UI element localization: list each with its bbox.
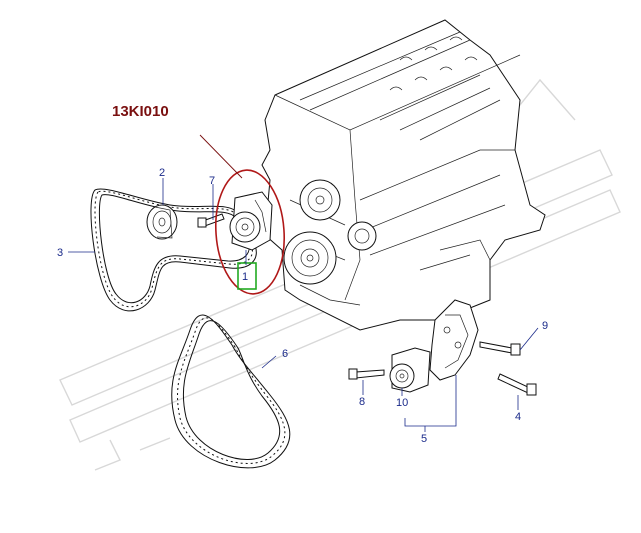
belt-tensioner — [229, 191, 273, 251]
callout-9: 9 — [542, 320, 548, 332]
leader-lines — [68, 134, 539, 432]
idler-pulley — [146, 204, 178, 240]
part-number: 13KI010 — [112, 103, 169, 120]
callout-5: 5 — [421, 433, 427, 445]
callout-1: 1 — [242, 271, 248, 283]
callout-6: 6 — [282, 348, 288, 360]
callout-8: 8 — [359, 396, 365, 408]
callout-10: 10 — [396, 397, 408, 409]
bracket-assembly — [348, 299, 537, 396]
highlight-ellipse — [215, 169, 285, 295]
bolt-7 — [197, 213, 225, 228]
callout-2: 2 — [159, 167, 165, 179]
callout-4: 4 — [515, 411, 521, 423]
part-number-leader — [199, 134, 243, 179]
serpentine-belt — [171, 314, 291, 469]
engine-block — [261, 19, 546, 331]
callout-7: 7 — [209, 175, 215, 187]
callout-3: 3 — [57, 247, 63, 259]
drive-belt — [90, 188, 257, 312]
highlight-box — [237, 262, 257, 290]
